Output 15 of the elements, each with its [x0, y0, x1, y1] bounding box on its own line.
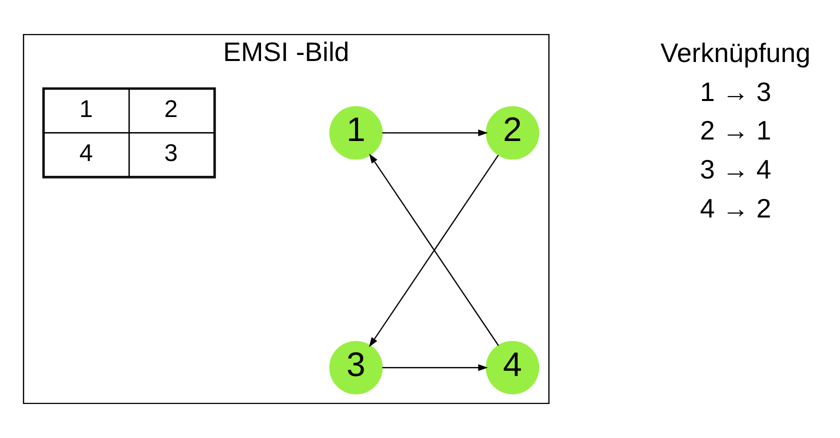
node-circle: 2: [486, 106, 540, 160]
arrow: [382, 129, 488, 136]
label: 2 → 1: [700, 116, 772, 146]
node-circle: 3: [329, 340, 383, 394]
label: 4 → 2: [700, 193, 772, 224]
label: 3: [164, 140, 178, 167]
label: 2: [164, 96, 178, 124]
arrow: [382, 364, 488, 372]
node-circle: 1: [329, 106, 383, 160]
label: 1: [79, 96, 93, 124]
node-circle: 4: [486, 340, 540, 394]
label: 4: [79, 140, 93, 167]
label: 1 → 3: [700, 76, 772, 107]
label: 3 → 4: [700, 154, 772, 184]
label: Verknüpfung: [660, 38, 810, 68]
